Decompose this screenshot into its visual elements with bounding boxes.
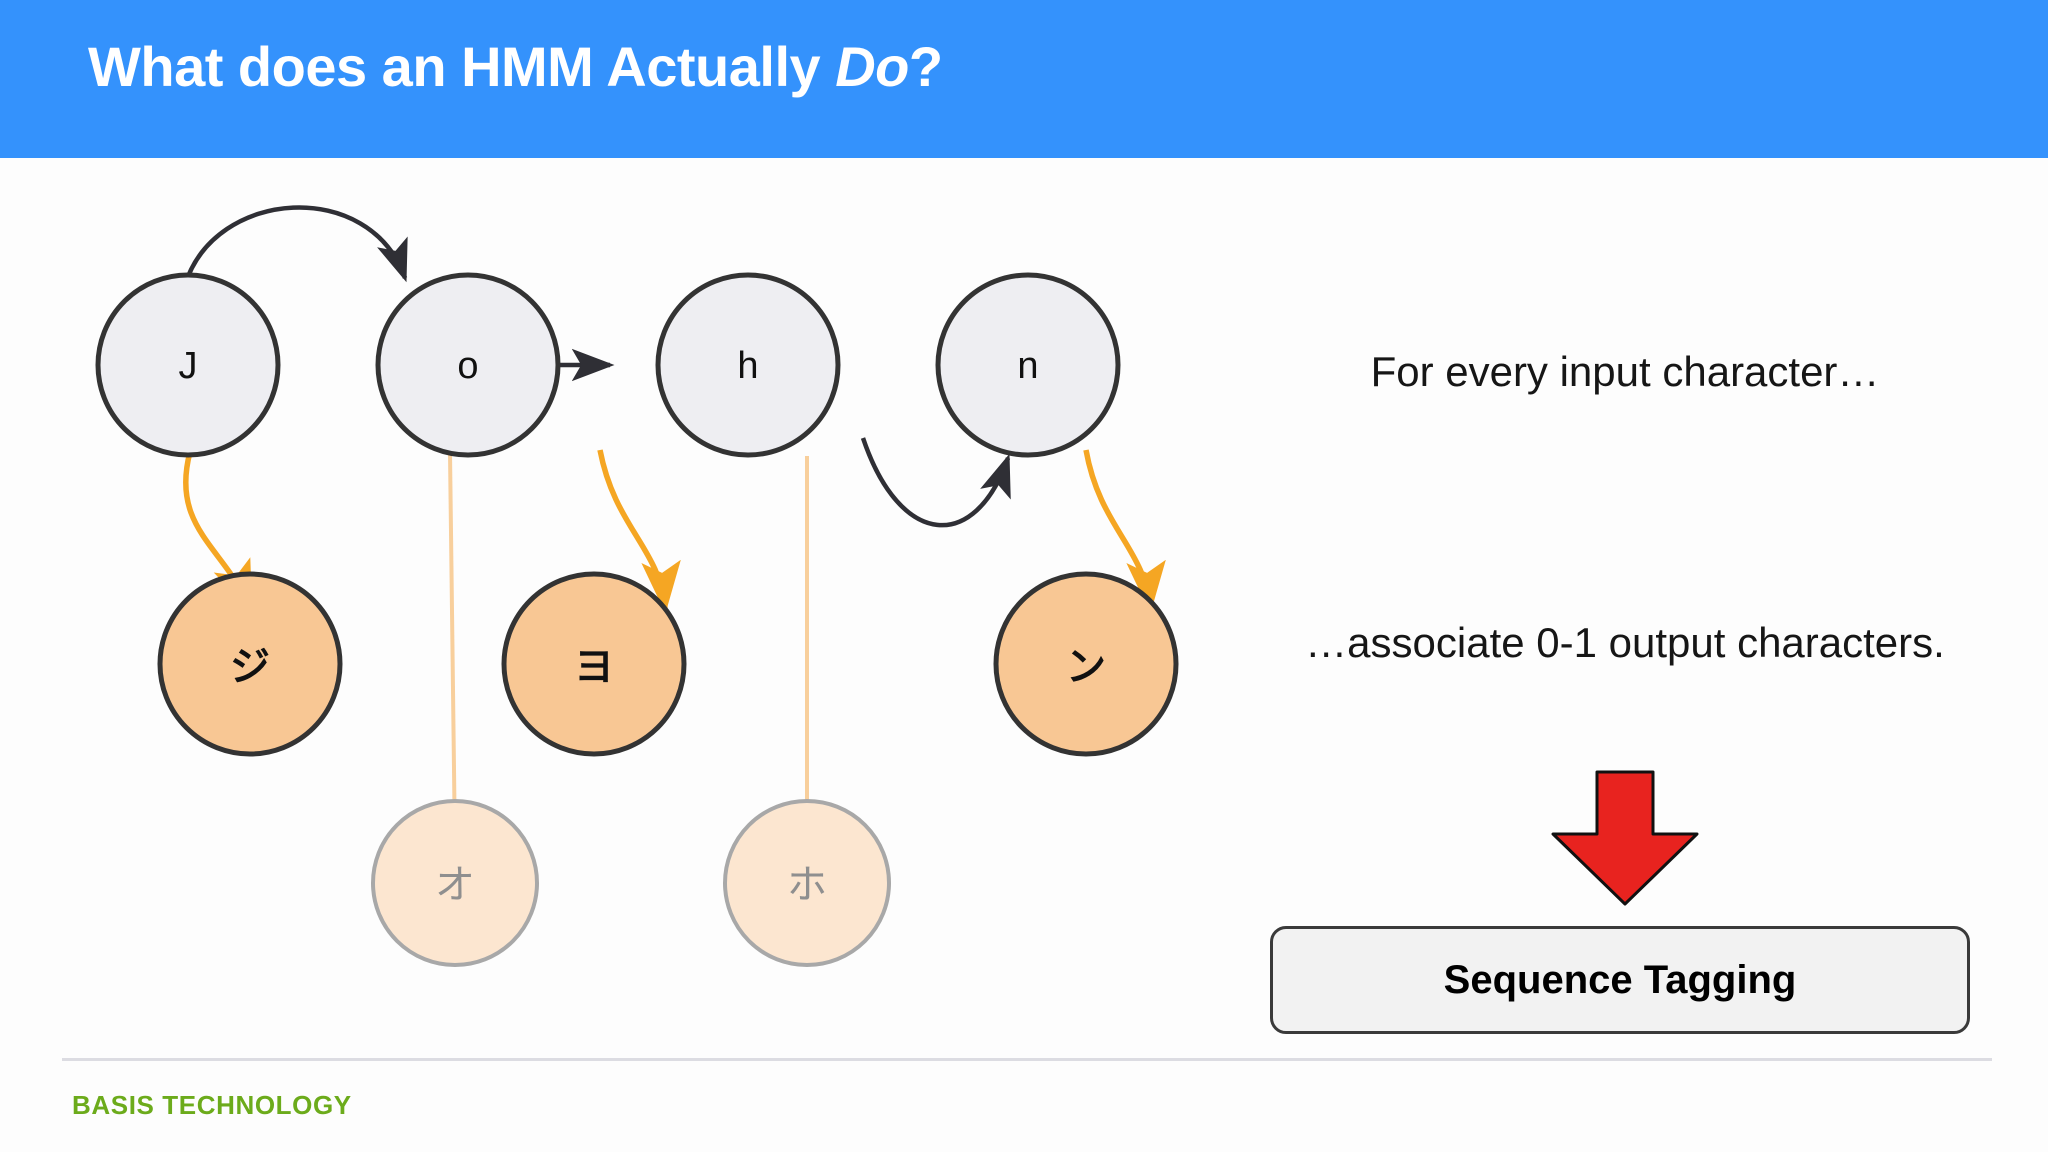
- state-node-o[interactable]: o: [375, 272, 561, 458]
- state-node-h-label: h: [737, 345, 758, 387]
- emission-node-ho-faded-label: ホ: [787, 862, 827, 908]
- transition-arrow-h-to-n: [860, 437, 1011, 528]
- emission-node-nn[interactable]: ン: [993, 571, 1179, 757]
- emission-node-yo-label: ヨ: [574, 644, 614, 690]
- page-title-emphasis: Do: [835, 35, 909, 98]
- state-node-J[interactable]: J: [95, 272, 281, 458]
- footer-divider: [62, 1058, 1992, 1061]
- state-node-n[interactable]: n: [935, 272, 1121, 458]
- emission-arrow-o-to-yo: [597, 449, 681, 614]
- page-title-main: What does an HMM Actually: [88, 35, 836, 98]
- hmm-diagram: J o h n ジ ヨ ン オ: [0, 158, 1230, 1038]
- sequence-tagging-box[interactable]: Sequence Tagging: [1270, 926, 1970, 1034]
- emission-node-ho-faded[interactable]: ホ: [723, 799, 891, 967]
- explanation-panel: For every input character… …associate 0-…: [1255, 158, 1995, 1038]
- title-bar: What does an HMM Actually Do?: [0, 0, 2048, 158]
- emission-node-o-faded-label: オ: [435, 862, 475, 908]
- emission-arrow-o-to-faded-1: [440, 452, 469, 852]
- emission-node-ji[interactable]: ジ: [157, 571, 343, 757]
- emission-node-o-faded[interactable]: オ: [371, 799, 539, 967]
- emission-arrow-n-to-n2: [1083, 449, 1166, 614]
- caption-input-characters: For every input character…: [1370, 348, 1880, 395]
- sequence-tagging-label: Sequence Tagging: [1443, 957, 1797, 1002]
- emission-node-ji-label: ジ: [230, 644, 270, 690]
- state-node-J-label: J: [179, 345, 198, 387]
- emission-node-yo[interactable]: ヨ: [501, 571, 687, 757]
- state-node-n-label: n: [1017, 345, 1038, 387]
- red-down-arrow: [1545, 768, 1705, 908]
- state-node-o-label: o: [457, 345, 478, 387]
- emission-node-nn-label: ン: [1066, 644, 1106, 690]
- page-title: What does an HMM Actually Do?: [88, 34, 943, 99]
- caption-output-characters: …associate 0-1 output characters.: [1305, 619, 1945, 666]
- state-node-h[interactable]: h: [655, 272, 841, 458]
- hmm-diagram-svg: J o h n ジ ヨ ン オ: [95, 205, 1179, 967]
- transition-arrow-J-to-o: [182, 205, 408, 286]
- page-title-suffix: ?: [908, 35, 943, 98]
- footer-brand: BASIS TECHNOLOGY: [72, 1090, 352, 1120]
